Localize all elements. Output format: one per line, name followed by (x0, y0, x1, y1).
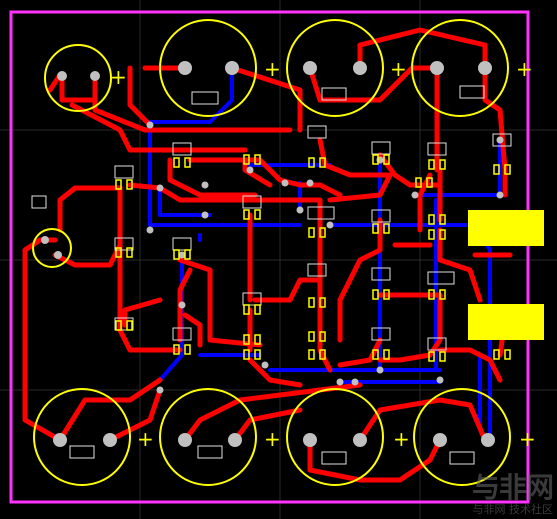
polarity-marks: + + + + + + + + (110, 57, 536, 451)
vias (146, 121, 504, 394)
connector-pads (468, 210, 544, 340)
plus-mark: + (516, 57, 533, 81)
plus-mark: + (137, 427, 154, 451)
watermark-logo-text: 与非网 (471, 471, 554, 504)
board-outline (9, 10, 530, 504)
plus-mark: + (393, 427, 410, 451)
top-copper-traces (22, 27, 518, 483)
watermark: 与非网 与非网 技术社区 (471, 471, 554, 516)
watermark-subtitle: 与非网 技术社区 (472, 503, 554, 516)
plus-mark: + (264, 427, 281, 451)
component-outlines (31, 85, 512, 465)
capacitor-outlines (32, 19, 511, 486)
smd-pads (115, 154, 511, 362)
plus-mark: + (390, 57, 407, 81)
bottom-copper-traces (148, 66, 512, 442)
plus-mark: + (264, 57, 281, 81)
plus-mark: + (519, 427, 536, 451)
through-hole-pads (41, 61, 495, 447)
plus-mark: + (110, 65, 127, 89)
